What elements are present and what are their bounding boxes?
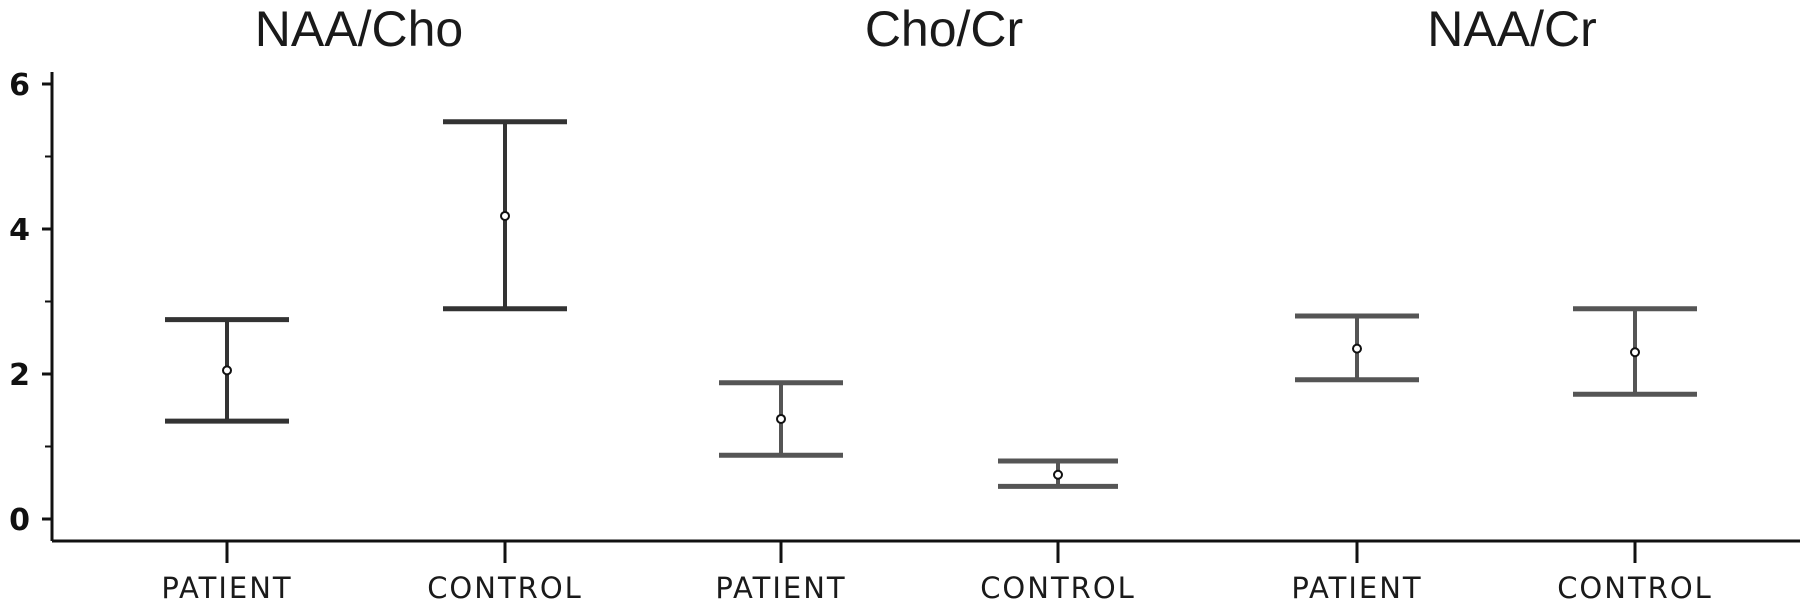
- axes: 0 2 4 6: [9, 68, 1800, 563]
- category-label: PATIENT: [161, 571, 292, 605]
- error-bar: [998, 458, 1118, 489]
- mean-point: [222, 365, 232, 376]
- mean-point: [1053, 469, 1063, 480]
- category-labels: PATIENT CONTROL PATIENT CONTROL PATIENT CONTR…: [161, 571, 1713, 605]
- mean-point: [500, 210, 510, 221]
- y-tick-label: 6: [9, 68, 30, 103]
- panel-title: Cho/Cr: [865, 1, 1023, 57]
- error-bar: [1295, 313, 1419, 383]
- error-bar: [719, 380, 843, 458]
- mean-point: [776, 413, 786, 424]
- error-bar: [165, 317, 289, 424]
- category-label: CONTROL: [427, 571, 583, 605]
- category-label: CONTROL: [980, 571, 1136, 605]
- panel-title: NAA/Cho: [255, 1, 463, 57]
- y-tick-label: 4: [9, 213, 30, 248]
- category-label: CONTROL: [1557, 571, 1713, 605]
- panel-titles: NAA/Cho Cho/Cr NAA/Cr: [255, 1, 1597, 57]
- error-bars: [165, 119, 1697, 489]
- error-bar: [443, 119, 567, 312]
- category-label: PATIENT: [715, 571, 846, 605]
- error-bar: [1573, 306, 1697, 397]
- y-tick-label: 0: [9, 503, 30, 538]
- category-label: PATIENT: [1291, 571, 1422, 605]
- y-tick-label: 2: [9, 358, 30, 393]
- panel-title: NAA/Cr: [1427, 1, 1596, 57]
- mean-point: [1352, 343, 1362, 354]
- mean-point: [1630, 347, 1640, 358]
